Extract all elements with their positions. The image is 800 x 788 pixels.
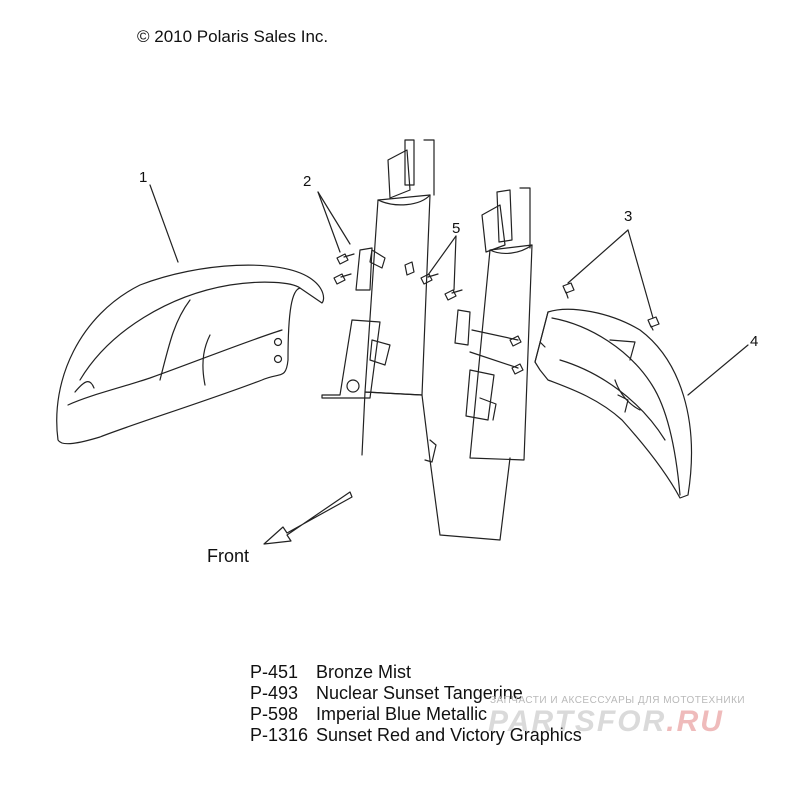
bolts-part-5 — [420, 235, 524, 375]
callout-2: 2 — [303, 173, 311, 190]
callout-5: 5 — [452, 220, 460, 237]
legend-row: P-1316 Sunset Red and Victory Graphics — [250, 725, 582, 746]
front-label: Front — [207, 546, 250, 566]
rear-fender-part-4 — [534, 308, 693, 499]
legend-row: P-451 Bronze Mist — [250, 662, 582, 683]
bolts-part-2 — [317, 191, 355, 285]
fasteners-part-3 — [562, 229, 660, 331]
paint-code: P-598 — [250, 704, 299, 724]
callout-4: 4 — [750, 333, 758, 350]
paint-code-legend: P-451 Bronze Mist P-493 Nuclear Sunset T… — [250, 662, 582, 746]
paint-code: P-493 — [250, 683, 299, 703]
leader-line-part-1 — [149, 184, 179, 263]
callout-3: 3 — [624, 208, 632, 225]
right-fork-tube — [429, 187, 533, 541]
front-direction-arrow — [263, 491, 353, 545]
copyright-notice: © 2010 Polaris Sales Inc. — [137, 27, 329, 46]
paint-name: Bronze Mist — [316, 662, 412, 682]
left-fork-tube — [321, 139, 437, 463]
paint-name: Sunset Red and Victory Graphics — [316, 725, 582, 745]
paint-name: Imperial Blue Metallic — [316, 704, 488, 724]
front-fender-part-1 — [56, 264, 325, 445]
paint-code: P-1316 — [250, 725, 309, 745]
paint-code: P-451 — [250, 662, 299, 682]
paint-name: Nuclear Sunset Tangerine — [316, 683, 523, 703]
leader-line-part-4 — [687, 344, 749, 396]
callout-1: 1 — [139, 169, 147, 186]
legend-row: P-493 Nuclear Sunset Tangerine — [250, 683, 582, 704]
legend-row: P-598 Imperial Blue Metallic — [250, 704, 582, 725]
